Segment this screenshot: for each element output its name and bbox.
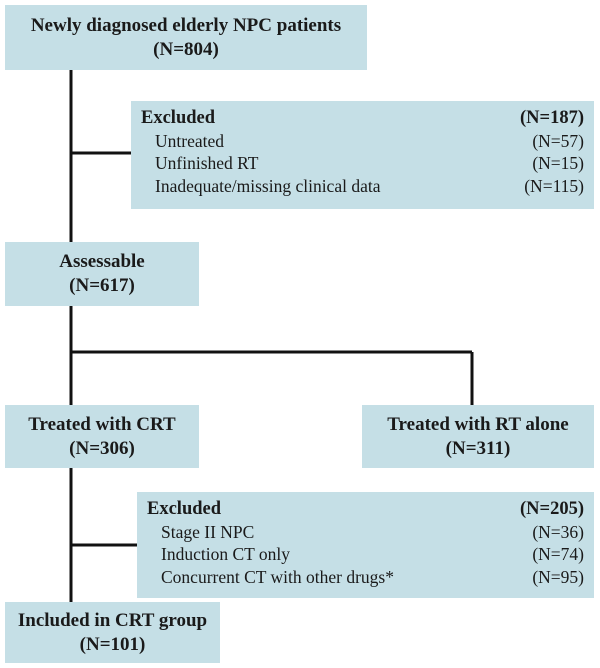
excluded-2-item: Induction CT only (N=74) [147, 543, 584, 566]
box-included-crt-count: (N=101) [79, 633, 146, 655]
excluded-1-header: Excluded (N=187) [141, 107, 584, 130]
excluded-1-item-label: Unfinished RT [155, 153, 259, 173]
excluded-2-item-label: Induction CT only [161, 544, 290, 564]
excluded-2-item-label: Stage II NPC [161, 521, 255, 542]
excluded-1-item-label: Untreated [155, 130, 224, 151]
box-treated-crt-title: Treated with CRT [28, 413, 176, 435]
box-included-crt: Included in CRT group (N=101) [5, 602, 220, 663]
excluded-1-item: Unfinished RT (N=15) [141, 152, 584, 175]
box-assessable: Assessable (N=617) [5, 242, 199, 306]
excluded-1-count: (N=187) [520, 108, 584, 128]
excluded-1-item-count: (N=57) [532, 130, 584, 151]
box-included-crt-title: Included in CRT group [17, 609, 208, 631]
box-treated-crt: Treated with CRT (N=306) [5, 405, 199, 468]
excluded-2-count: (N=205) [520, 499, 584, 519]
box-treated-crt-count: (N=306) [69, 437, 135, 459]
excluded-1-item: Untreated (N=57) [141, 130, 584, 153]
box-newly-diagnosed: Newly diagnosed elderly NPC patients (N=… [5, 5, 367, 70]
box-treated-rt-alone-title: Treated with RT alone [387, 413, 569, 435]
excluded-1-item: Inadequate/missing clinical data (N=115) [141, 175, 584, 198]
box-excluded-1: Excluded (N=187) Untreated (N=57) Unfini… [131, 101, 594, 209]
excluded-2-item-count: (N=36) [532, 521, 584, 542]
excluded-1-item-count: (N=15) [532, 153, 584, 173]
excluded-1-item-count: (N=115) [524, 175, 584, 196]
excluded-2-item-count: (N=74) [532, 544, 584, 564]
excluded-2-title: Excluded [147, 499, 222, 519]
excluded-2-item: Concurrent CT with other drugs* (N=95) [147, 566, 584, 589]
excluded-2-header: Excluded (N=205) [147, 498, 584, 521]
box-assessable-count: (N=617) [69, 275, 135, 296]
excluded-2-item-count: (N=95) [532, 566, 584, 587]
box-treated-rt-alone: Treated with RT alone (N=311) [362, 405, 594, 468]
excluded-1-title: Excluded [141, 108, 216, 128]
box-treated-rt-alone-count: (N=311) [445, 437, 511, 459]
excluded-1-item-label: Inadequate/missing clinical data [155, 175, 381, 196]
box-newly-diagnosed-count: (N=804) [153, 38, 219, 60]
excluded-2-item: Stage II NPC (N=36) [147, 521, 584, 544]
box-excluded-2: Excluded (N=205) Stage II NPC (N=36) Ind… [137, 492, 594, 598]
box-newly-diagnosed-title: Newly diagnosed elderly NPC patients [30, 14, 342, 36]
excluded-2-item-label: Concurrent CT with other drugs* [161, 566, 394, 587]
box-assessable-title: Assessable [59, 251, 145, 272]
